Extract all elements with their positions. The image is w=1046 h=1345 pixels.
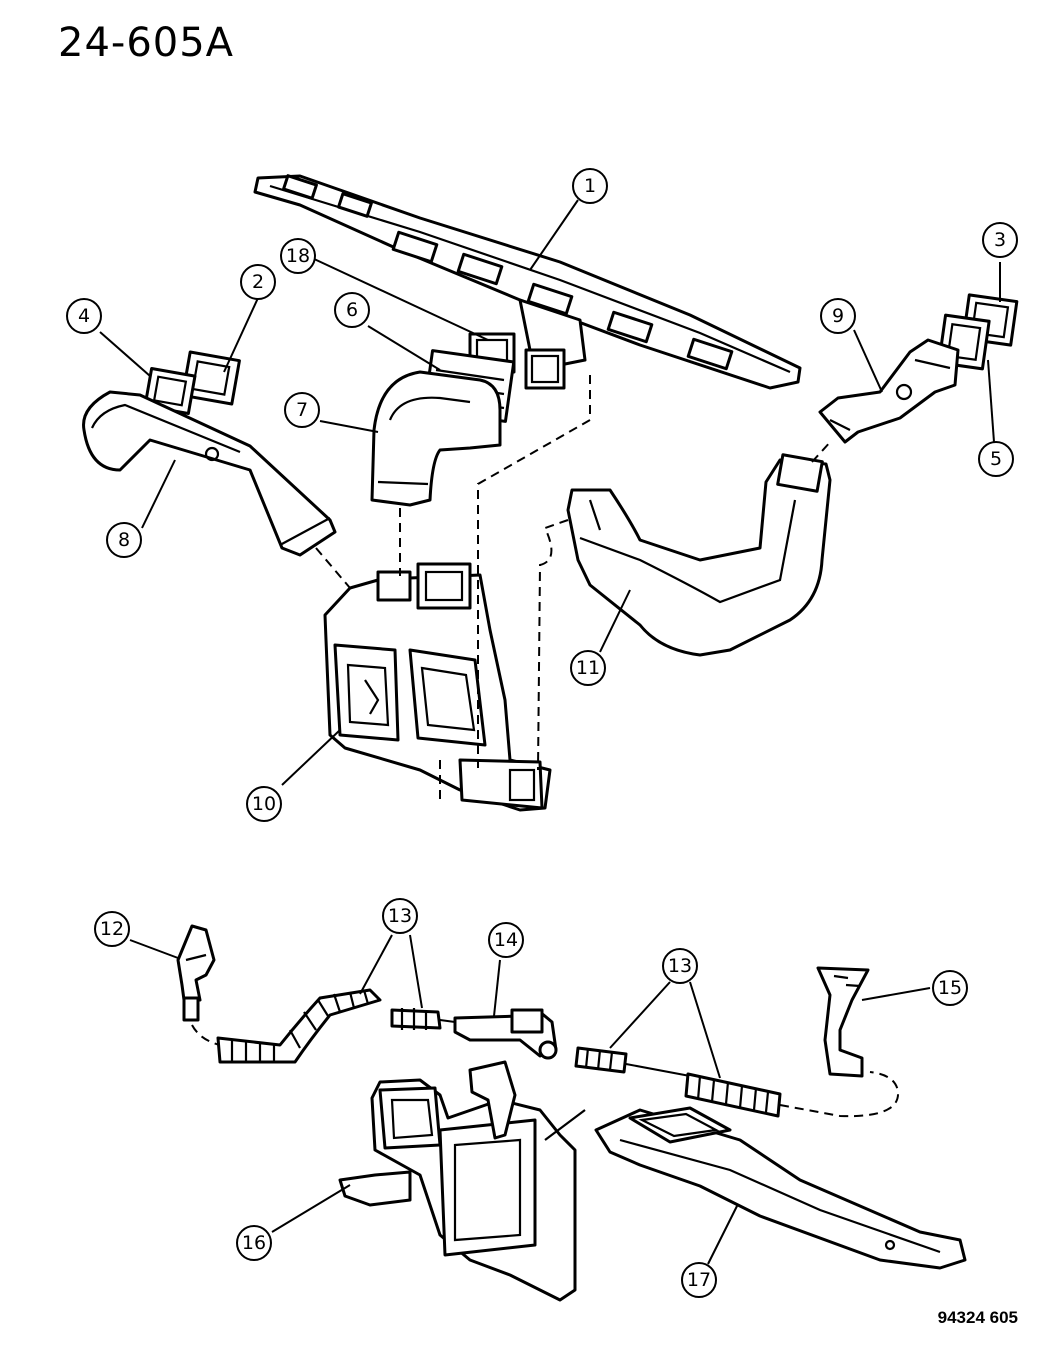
callout-3: 3	[982, 222, 1018, 258]
callout-15: 15	[932, 970, 968, 1006]
callout-7: 7	[284, 392, 320, 428]
floor-duct-lower	[594, 1106, 967, 1270]
callout-8: 8	[106, 522, 142, 558]
callout-5: 5	[978, 441, 1014, 477]
figure-code: 94324 605	[937, 1308, 1018, 1327]
control-cable-end	[176, 924, 216, 1022]
diagram-title: 24-605A	[58, 20, 235, 66]
callout-2: 2	[240, 264, 276, 300]
cable-junction	[439, 1008, 558, 1060]
callout-17: 17	[681, 1262, 717, 1298]
callout-16: 16	[236, 1225, 272, 1261]
callout-16-label: 16	[242, 1232, 266, 1254]
leader-lines	[99, 199, 1001, 1265]
callout-5-label: 5	[990, 448, 1002, 470]
callout-9-label: 9	[832, 305, 844, 327]
callout-3-label: 3	[994, 229, 1006, 251]
callout-9: 9	[820, 298, 856, 334]
callout-1-label: 1	[584, 175, 596, 197]
callout-7-label: 7	[296, 399, 308, 421]
callout-6-label: 6	[346, 299, 358, 321]
callout-11: 11	[570, 650, 606, 686]
cable-bracket	[816, 966, 870, 1078]
right-floor-duct	[566, 453, 832, 657]
callout-6: 6	[334, 292, 370, 328]
callout-15-label: 15	[938, 977, 962, 999]
callout-14: 14	[488, 922, 524, 958]
assembly-lines-top	[315, 375, 833, 800]
callout-13-left: 13	[382, 898, 418, 934]
defroster-duct	[253, 174, 802, 390]
callout-17-label: 17	[687, 1269, 711, 1291]
callout-13-right-label: 13	[668, 955, 692, 977]
left-duct	[82, 390, 337, 557]
callout-13-left-label: 13	[388, 905, 412, 927]
callout-13-right: 13	[662, 948, 698, 984]
callout-8-label: 8	[118, 529, 130, 551]
callout-11-label: 11	[576, 657, 600, 679]
callout-12: 12	[94, 911, 130, 947]
callout-4: 4	[66, 298, 102, 334]
right-cable-springs	[574, 1046, 900, 1118]
callout-12-label: 12	[100, 918, 124, 940]
distribution-housing	[323, 562, 552, 812]
callout-14-label: 14	[494, 929, 518, 951]
right-elbow-duct	[818, 338, 960, 444]
right-outlet-grilles	[937, 293, 1019, 371]
center-duct	[370, 370, 502, 507]
callout-10: 10	[246, 786, 282, 822]
heater-housing-lower	[338, 1060, 586, 1302]
callout-1: 1	[572, 168, 608, 204]
callout-18-label: 18	[286, 245, 310, 267]
callout-10-label: 10	[252, 793, 276, 815]
callout-4-label: 4	[78, 305, 90, 327]
callout-2-label: 2	[252, 271, 264, 293]
left-cable-coils	[191, 988, 442, 1064]
callout-18: 18	[280, 238, 316, 274]
